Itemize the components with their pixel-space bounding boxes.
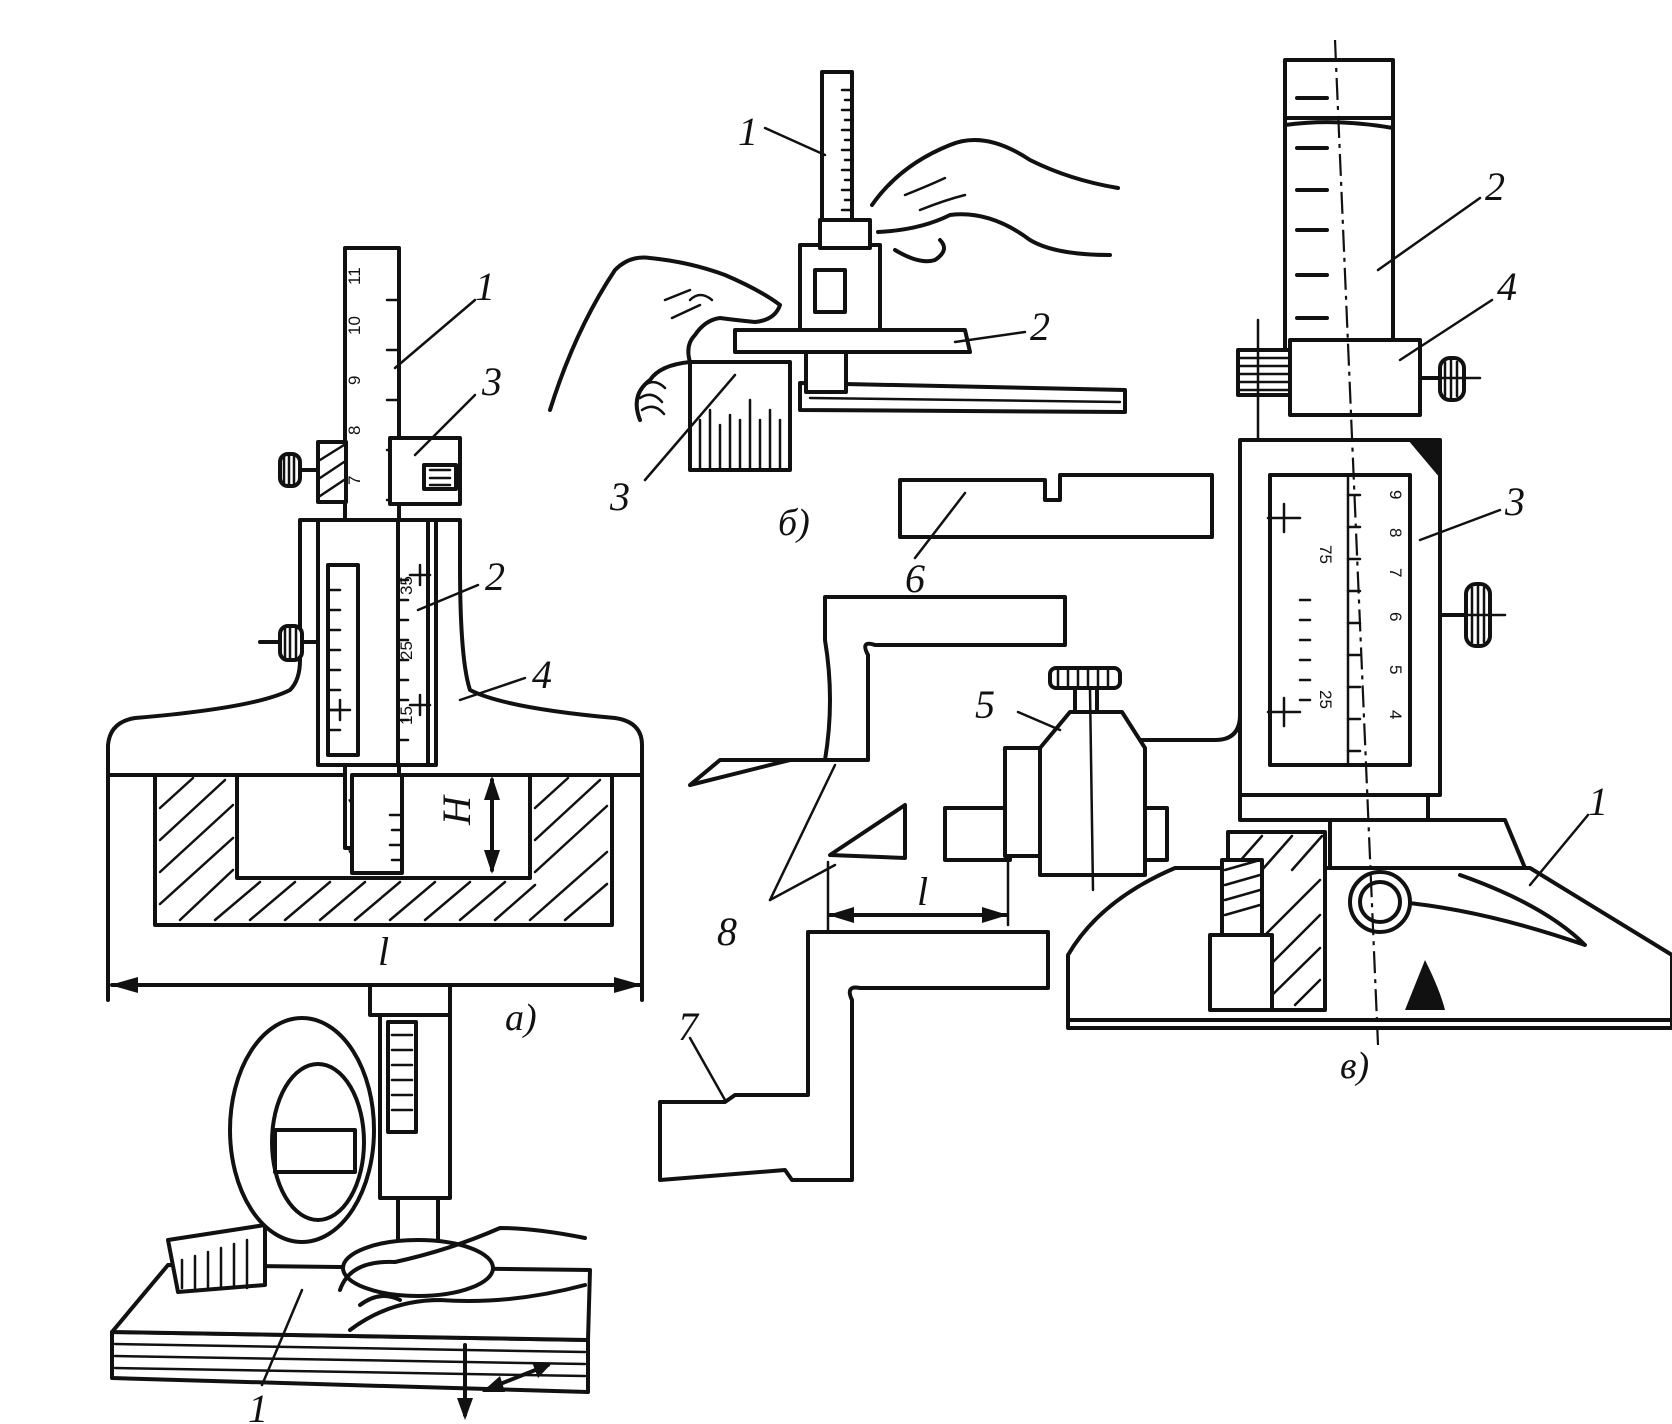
clamp-screw-knob-lower — [258, 624, 320, 662]
rule-number: 11 — [345, 267, 364, 285]
callout-4: 4 — [1497, 264, 1517, 309]
callout-1: 1 — [738, 109, 758, 154]
vernier-crosshairs — [328, 563, 432, 722]
feed-clamp-c — [1288, 338, 1422, 417]
callout-2: 2 — [1030, 304, 1050, 349]
rule-number: 8 — [345, 426, 364, 435]
dim-H-label: H — [434, 794, 479, 826]
left-hand-b — [548, 255, 782, 412]
panel-d-surface-plate: 1 — [110, 983, 592, 1424]
rule-number: 10 — [345, 316, 364, 335]
vernier-number: 35 — [397, 576, 416, 595]
caption-c: в) — [1340, 1045, 1369, 1087]
callout-1: 1 — [248, 1386, 268, 1424]
callout-8: 8 — [717, 909, 737, 954]
motion-arrows — [457, 1343, 552, 1420]
right-hand-b — [870, 138, 1120, 264]
leg-8-upper — [688, 595, 1067, 787]
dimension-H: H — [434, 776, 500, 874]
part-b — [688, 360, 792, 472]
depth-rod-end — [350, 773, 404, 875]
vernier-c-number: 6 — [1386, 612, 1405, 621]
vernier-c-number: 75 — [1316, 545, 1335, 564]
callout-5: 5 — [975, 682, 995, 727]
vernier-number: 25 — [397, 641, 416, 660]
caption-b: б) — [778, 502, 810, 544]
callouts-b: 1 2 3 — [609, 109, 1050, 519]
callout-2: 2 — [1485, 164, 1505, 209]
leg-block — [943, 806, 1012, 862]
column-ticks — [1295, 96, 1329, 320]
vernier-c-ticks — [1298, 493, 1362, 753]
callout-6: 6 — [905, 556, 925, 601]
panel-a-depth-gauge: 0 1 2 3 4 5 6 7 8 9 10 11 15 — [106, 246, 644, 1039]
rule-b-ticks — [840, 88, 854, 212]
rule-number: 9 — [345, 376, 364, 385]
dimension-l-c: l — [826, 860, 1010, 932]
probe-holder — [1003, 746, 1042, 858]
callout-3: 3 — [1504, 479, 1525, 524]
bar-b — [733, 328, 972, 354]
vernier-c-number: 4 — [1386, 710, 1405, 719]
callout-3: 3 — [481, 359, 502, 404]
callout-4: 4 — [532, 652, 552, 697]
caption-a: а) — [505, 997, 537, 1039]
callouts-a: 1 3 2 4 — [393, 264, 552, 702]
dim-l-c-label: l — [917, 869, 928, 914]
vernier-c-number: 5 — [1386, 665, 1405, 674]
callouts-c: 2 4 3 1 5 6 8 7 — [678, 164, 1608, 1102]
vernier-c-number: 9 — [1386, 490, 1405, 499]
centre-line — [1333, 39, 1380, 1046]
feed-knob-c — [1418, 356, 1482, 402]
vernier-c-number: 7 — [1386, 568, 1405, 577]
callout-7: 7 — [678, 1004, 700, 1049]
section-hatching — [158, 776, 609, 922]
panel-c-height-gauge: 4 5 6 7 8 9 25 75 — [658, 39, 1672, 1182]
mini-gauge-base — [341, 1238, 495, 1298]
callout-3: 3 — [609, 474, 630, 519]
vernier-c-number: 25 — [1316, 690, 1335, 709]
dim-l-label: l — [378, 929, 389, 974]
callout-1: 1 — [475, 264, 495, 309]
vernier-c-crosshairs — [1266, 502, 1302, 728]
panel-b-hand-measurement: 1 2 3 б) — [548, 70, 1127, 544]
callout-2: 2 — [485, 554, 505, 599]
callout-1: 1 — [1588, 779, 1608, 824]
leg-8-lower — [828, 803, 907, 860]
probe-knob-5 — [1048, 666, 1122, 714]
hand-d — [338, 1226, 587, 1332]
probe-rod-b — [798, 381, 1127, 414]
frame-knob-c — [1438, 582, 1507, 648]
clamp-screw-knob-upper — [278, 452, 320, 488]
rule-number: 7 — [345, 476, 364, 485]
leg-6 — [898, 473, 1214, 539]
leg-7 — [658, 930, 1050, 1182]
vernier-c-number: 8 — [1386, 528, 1405, 537]
block-d — [166, 1223, 267, 1294]
vernier-number: 15 — [397, 706, 416, 725]
